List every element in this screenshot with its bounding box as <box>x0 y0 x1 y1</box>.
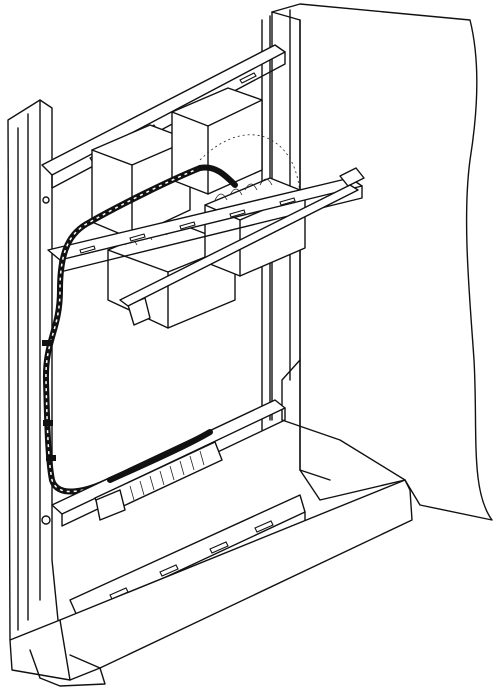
cabinet-side-wall <box>271 3 493 521</box>
upper-mounting-rail <box>47 167 365 307</box>
terminal-block-rail <box>51 399 286 527</box>
floor-plinth <box>9 479 413 687</box>
cable-harness <box>42 164 238 495</box>
cabinet-front-frame <box>7 15 271 651</box>
